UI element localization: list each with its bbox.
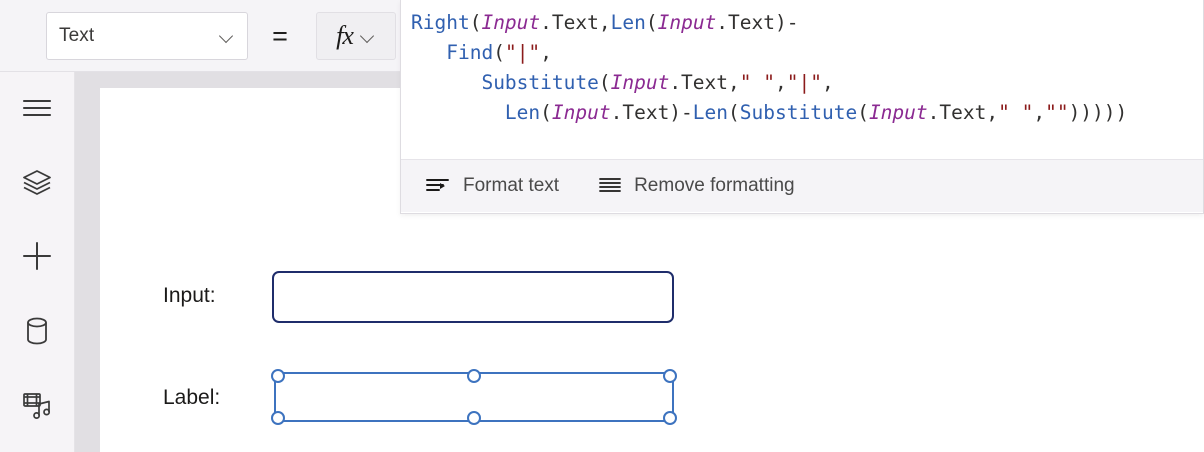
format-text-label: Format text — [463, 175, 560, 196]
label-control-selection[interactable] — [271, 369, 677, 425]
database-icon — [24, 316, 50, 346]
format-text-icon — [426, 177, 450, 195]
rail-item-tree-view[interactable] — [0, 150, 74, 214]
formula-token: .Text, — [927, 101, 999, 124]
resize-handle-top-right[interactable] — [663, 369, 677, 383]
hamburger-menu-icon — [22, 97, 52, 119]
formula-token: Len — [504, 101, 541, 124]
input-field-label: Input: — [163, 284, 216, 307]
resize-handle-top-left[interactable] — [271, 369, 285, 383]
formula-token: .Text)- — [610, 101, 693, 124]
formula-token: " " — [998, 101, 1034, 124]
equals-sign: = — [272, 21, 288, 51]
formula-token: .Text, — [669, 71, 740, 94]
formula-token: Input — [610, 71, 670, 94]
media-icon — [22, 391, 52, 419]
property-select-value: Text — [59, 25, 95, 46]
formula-token: Substitute — [739, 101, 858, 124]
remove-formatting-icon — [599, 177, 621, 195]
rail-item-hamburger-menu[interactable] — [0, 76, 74, 140]
formula-token: ( — [857, 101, 869, 124]
rail-item-media[interactable] — [0, 373, 74, 437]
formula-token: Substitute — [481, 71, 599, 94]
formula-token: ( — [469, 11, 482, 34]
formula-footer-toolbar: Format text Remove formatting — [401, 159, 1203, 212]
formula-token: .Text)- — [716, 11, 799, 34]
resize-handle-bottom-right[interactable] — [663, 411, 677, 425]
layers-icon — [22, 168, 52, 196]
formula-token: ))))) — [1068, 101, 1128, 124]
fx-button[interactable]: fx — [316, 12, 396, 60]
formula-token — [411, 71, 481, 94]
formula-editor-panel: Right(Input.Text,Len(Input.Text)- Find("… — [400, 0, 1204, 214]
format-text-button[interactable]: Format text — [426, 169, 559, 203]
formula-input[interactable]: Right(Input.Text,Len(Input.Text)- Find("… — [401, 0, 1203, 159]
chevron-down-icon — [360, 28, 376, 44]
formula-token: , — [775, 71, 787, 94]
formula-token: ( — [598, 71, 611, 94]
formula-token: Input — [481, 11, 541, 34]
formula-token: ( — [645, 11, 658, 34]
formula-token: "|" — [504, 41, 541, 64]
formula-token: Right — [411, 11, 470, 34]
formula-token: Len — [610, 11, 646, 34]
fx-glyph: fx — [336, 21, 354, 50]
formula-token: , — [1033, 101, 1046, 124]
formula-token: ( — [493, 41, 505, 64]
resize-handle-bottom-middle[interactable] — [467, 411, 481, 425]
output-field-label: Label: — [163, 386, 221, 409]
formula-token: ( — [540, 101, 552, 124]
formula-token: .Text, — [540, 11, 611, 34]
formula-token: "" — [1045, 101, 1069, 124]
rail-item-insert[interactable] — [0, 224, 74, 288]
resize-handle-bottom-left[interactable] — [271, 411, 285, 425]
formula-token: Len — [692, 101, 729, 124]
formula-token: , — [540, 41, 552, 64]
formula-token: " " — [739, 71, 775, 94]
formula-token — [411, 101, 505, 124]
resize-handle-top-middle[interactable] — [467, 369, 481, 383]
plus-icon — [22, 241, 52, 271]
formula-token: Input — [657, 11, 717, 34]
left-rail — [0, 72, 75, 452]
formula-token: Input — [868, 101, 928, 124]
remove-formatting-button[interactable]: Remove formatting — [599, 169, 795, 203]
rail-item-data[interactable] — [0, 299, 74, 363]
formula-token: Input — [551, 101, 611, 124]
chevron-down-icon — [219, 28, 235, 44]
formula-token: Find — [446, 41, 494, 64]
formula-token: ( — [728, 101, 740, 124]
remove-formatting-label: Remove formatting — [634, 175, 795, 196]
formula-token: , — [821, 71, 834, 94]
text-input-control[interactable] — [272, 271, 674, 323]
formula-token — [411, 41, 446, 64]
formula-token: "|" — [786, 71, 822, 94]
property-select[interactable]: Text — [46, 12, 248, 60]
